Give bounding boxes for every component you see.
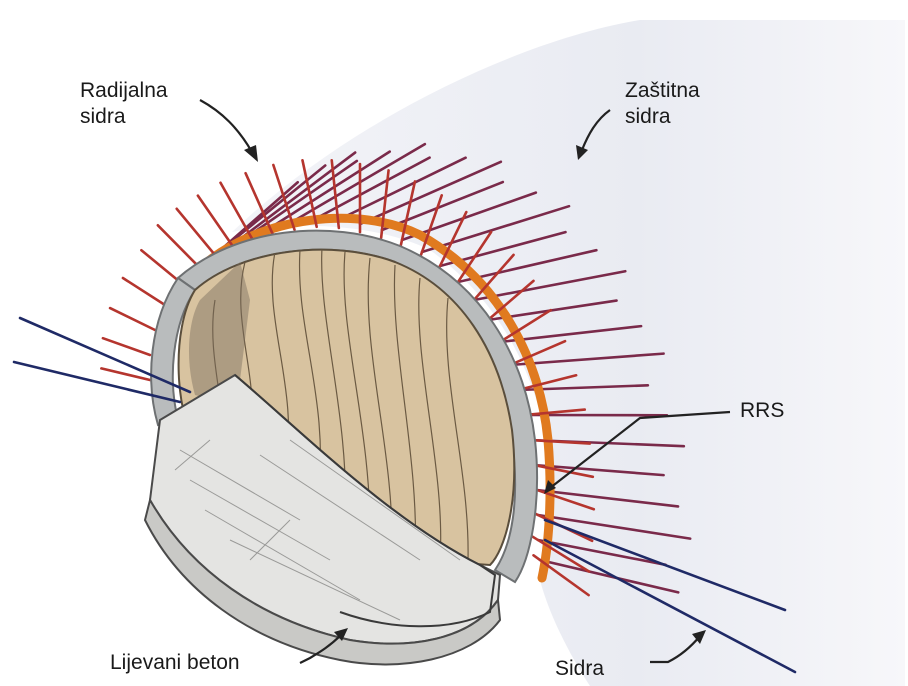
- label-radial-anchors-line2: sidra: [80, 104, 168, 130]
- radial-anchor: [103, 338, 150, 355]
- leader-radial: [200, 100, 252, 152]
- radial-anchor: [141, 250, 180, 282]
- label-protective-anchors-line2: sidra: [625, 104, 700, 130]
- label-protective-anchors: Zaštitna sidra: [625, 78, 700, 130]
- label-rrs: RRS: [740, 398, 784, 424]
- label-cast-concrete: Lijevani beton: [110, 650, 240, 676]
- label-anchors: Sidra: [555, 656, 604, 682]
- radial-anchor: [221, 183, 254, 242]
- radial-anchor: [110, 308, 155, 330]
- radial-anchor: [123, 278, 165, 305]
- label-radial-anchors: Radijalna sidra: [80, 78, 168, 130]
- label-protective-anchors-line1: Zaštitna: [625, 78, 700, 104]
- label-radial-anchors-line1: Radijalna: [80, 78, 168, 104]
